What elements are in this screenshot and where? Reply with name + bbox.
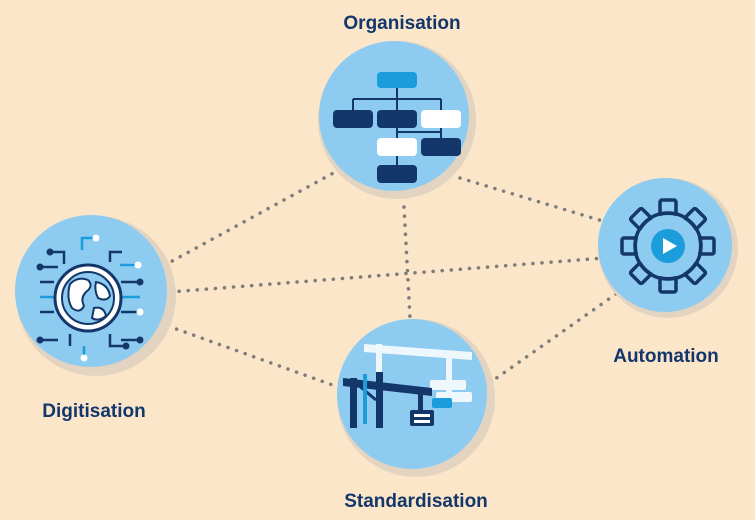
node-standardisation (337, 319, 495, 477)
node-digitisation (15, 215, 176, 376)
globe-circuit-icon (36, 234, 144, 362)
node-organisation (318, 41, 476, 199)
connector-organisation-standardisation (402, 205, 412, 320)
connectors (163, 163, 618, 389)
label-digitisation: Digitisation (42, 401, 146, 422)
connector-automation-standardisation (486, 292, 618, 386)
org-chart-icon (333, 72, 461, 183)
label-automation: Automation (613, 346, 719, 367)
node-automation (598, 178, 738, 318)
connector-digitisation-standardisation (166, 324, 340, 389)
label-organisation: Organisation (343, 13, 461, 34)
port-crane-icon (343, 344, 472, 428)
connector-digitisation-automation (168, 256, 606, 294)
connector-organisation-automation (458, 176, 608, 224)
gear-play-icon (620, 198, 716, 294)
connector-organisation-digitisation (163, 163, 350, 267)
label-standardisation: Standardisation (344, 491, 488, 512)
